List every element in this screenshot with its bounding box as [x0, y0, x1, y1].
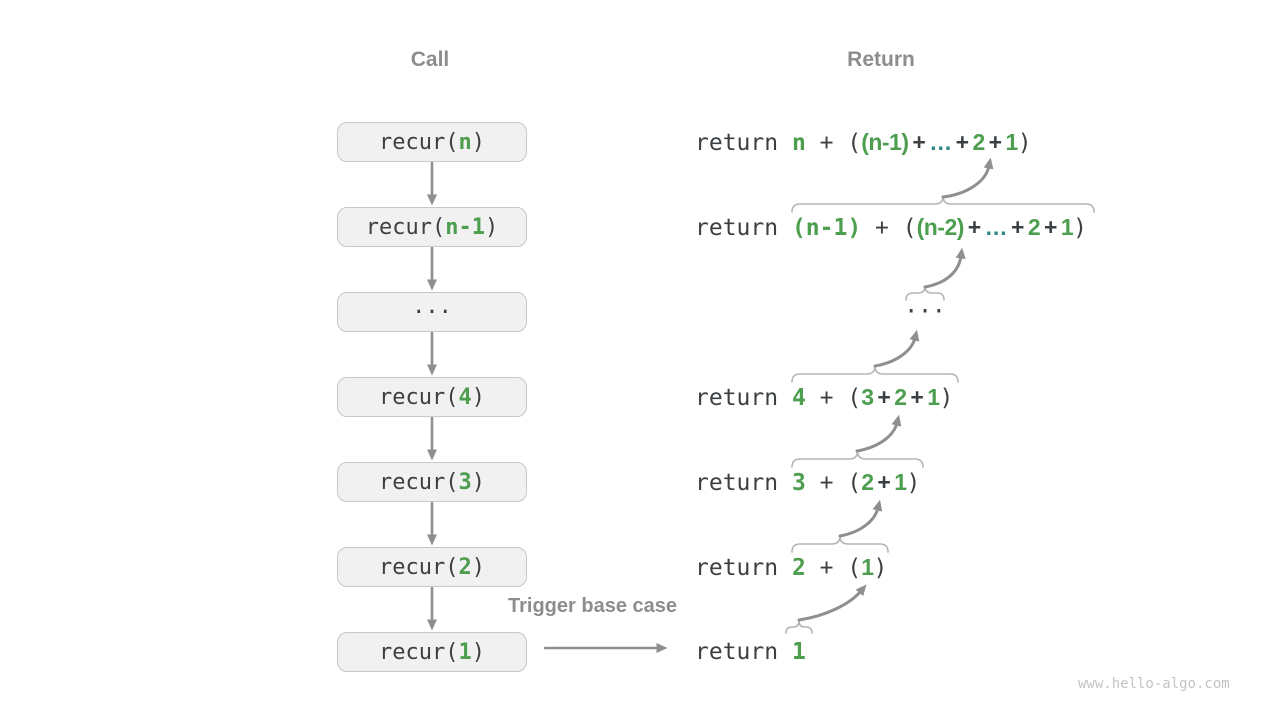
token: +	[873, 469, 895, 495]
token: +	[951, 129, 973, 155]
token: + (	[861, 215, 917, 241]
call-box-recur-4: recur(4)	[337, 377, 527, 417]
token: 2	[1027, 214, 1041, 240]
watermark-text: www.hello-algo.com	[1078, 676, 1230, 692]
token: +	[1040, 214, 1061, 240]
call-column-header: Call	[410, 48, 450, 71]
token: +	[906, 384, 928, 410]
call-box-ellipsis: ···	[337, 292, 527, 332]
group-brace	[791, 450, 924, 468]
group-brace	[785, 620, 813, 634]
token: (n-2)	[916, 214, 965, 240]
token: )	[873, 555, 888, 581]
token: recur(	[379, 384, 459, 410]
call-box-recur-n-1: recur(n-1)	[337, 207, 527, 247]
token: 4	[791, 385, 806, 411]
token: + (	[805, 555, 862, 581]
token: ···	[904, 299, 946, 325]
token: +	[963, 214, 985, 240]
token: )	[1017, 130, 1032, 156]
token: return	[695, 130, 792, 156]
call-box-recur-n: recur(n)	[337, 122, 527, 162]
return-substitution-arrow	[941, 157, 994, 199]
token: recur(	[365, 214, 446, 240]
token: 1	[894, 469, 907, 495]
token: return	[695, 385, 792, 411]
token: )	[939, 385, 954, 411]
token: )	[471, 129, 485, 155]
token: + (	[805, 385, 862, 411]
token: return	[695, 639, 792, 665]
token: )	[471, 639, 485, 665]
token: )	[471, 384, 485, 410]
return-substitution-arrow	[855, 414, 902, 453]
token: 3	[861, 384, 874, 410]
token: +	[1007, 214, 1028, 240]
group-brace	[791, 195, 1095, 213]
token: + (	[805, 130, 862, 156]
call-box-recur-1: recur(1)	[337, 632, 527, 672]
token: 1	[791, 639, 806, 665]
return-substitution-arrow	[923, 247, 966, 289]
token: 1	[458, 639, 472, 665]
token: return	[695, 470, 792, 496]
token: 2	[894, 384, 907, 410]
token: (n-1)	[861, 129, 909, 155]
token: )	[906, 470, 921, 496]
token: 2	[972, 129, 985, 155]
token: )	[471, 469, 485, 495]
token: +	[873, 384, 895, 410]
token: 2	[861, 469, 874, 495]
return-line-3: return 3 + (2 + 1)	[695, 466, 920, 498]
token: +	[984, 129, 1006, 155]
call-box-recur-3: recur(3)	[337, 462, 527, 502]
token: ···	[412, 299, 452, 325]
group-brace	[791, 365, 959, 383]
return-line-1: return 1	[695, 636, 806, 668]
token: 1	[861, 554, 874, 580]
token: )	[1073, 215, 1088, 241]
return-line-ellipsis: ···	[890, 296, 960, 328]
trigger-base-case-label: Trigger base case	[508, 595, 677, 617]
token: return	[695, 555, 792, 581]
return-substitution-arrow	[797, 584, 867, 622]
return-line-n: return n + ((n-1) + … + 2 + 1)	[695, 126, 1032, 158]
token: return	[695, 215, 792, 241]
return-substitution-arrow	[873, 329, 920, 368]
token: )	[484, 214, 499, 240]
token: recur(	[379, 639, 459, 665]
token: n-1	[445, 214, 485, 240]
token: recur(	[379, 469, 459, 495]
token: …	[984, 214, 1008, 240]
token: 2	[791, 555, 806, 581]
return-line-2: return 2 + (1)	[695, 551, 887, 583]
return-column-header: Return	[847, 48, 915, 71]
token: n	[791, 130, 806, 156]
token: 3	[458, 469, 472, 495]
token: 4	[458, 384, 472, 410]
token: 3	[791, 470, 806, 496]
token: 2	[458, 554, 472, 580]
token: +	[908, 129, 930, 155]
token: recur(	[379, 554, 459, 580]
token: …	[929, 129, 952, 155]
return-line-n-1: return (n-1) + ((n-2) + … + 2 + 1)	[695, 211, 1087, 243]
call-box-recur-2: recur(2)	[337, 547, 527, 587]
token: (n-1)	[791, 215, 862, 241]
token: 1	[927, 384, 940, 410]
token: )	[471, 554, 485, 580]
token: 1	[1005, 129, 1018, 155]
group-brace	[791, 535, 889, 553]
token: n	[458, 129, 472, 155]
token: + (	[805, 470, 862, 496]
return-line-4: return 4 + (3 + 2 + 1)	[695, 381, 953, 413]
token: 1	[1060, 214, 1074, 240]
token: recur(	[379, 129, 459, 155]
return-substitution-arrow	[838, 499, 883, 538]
